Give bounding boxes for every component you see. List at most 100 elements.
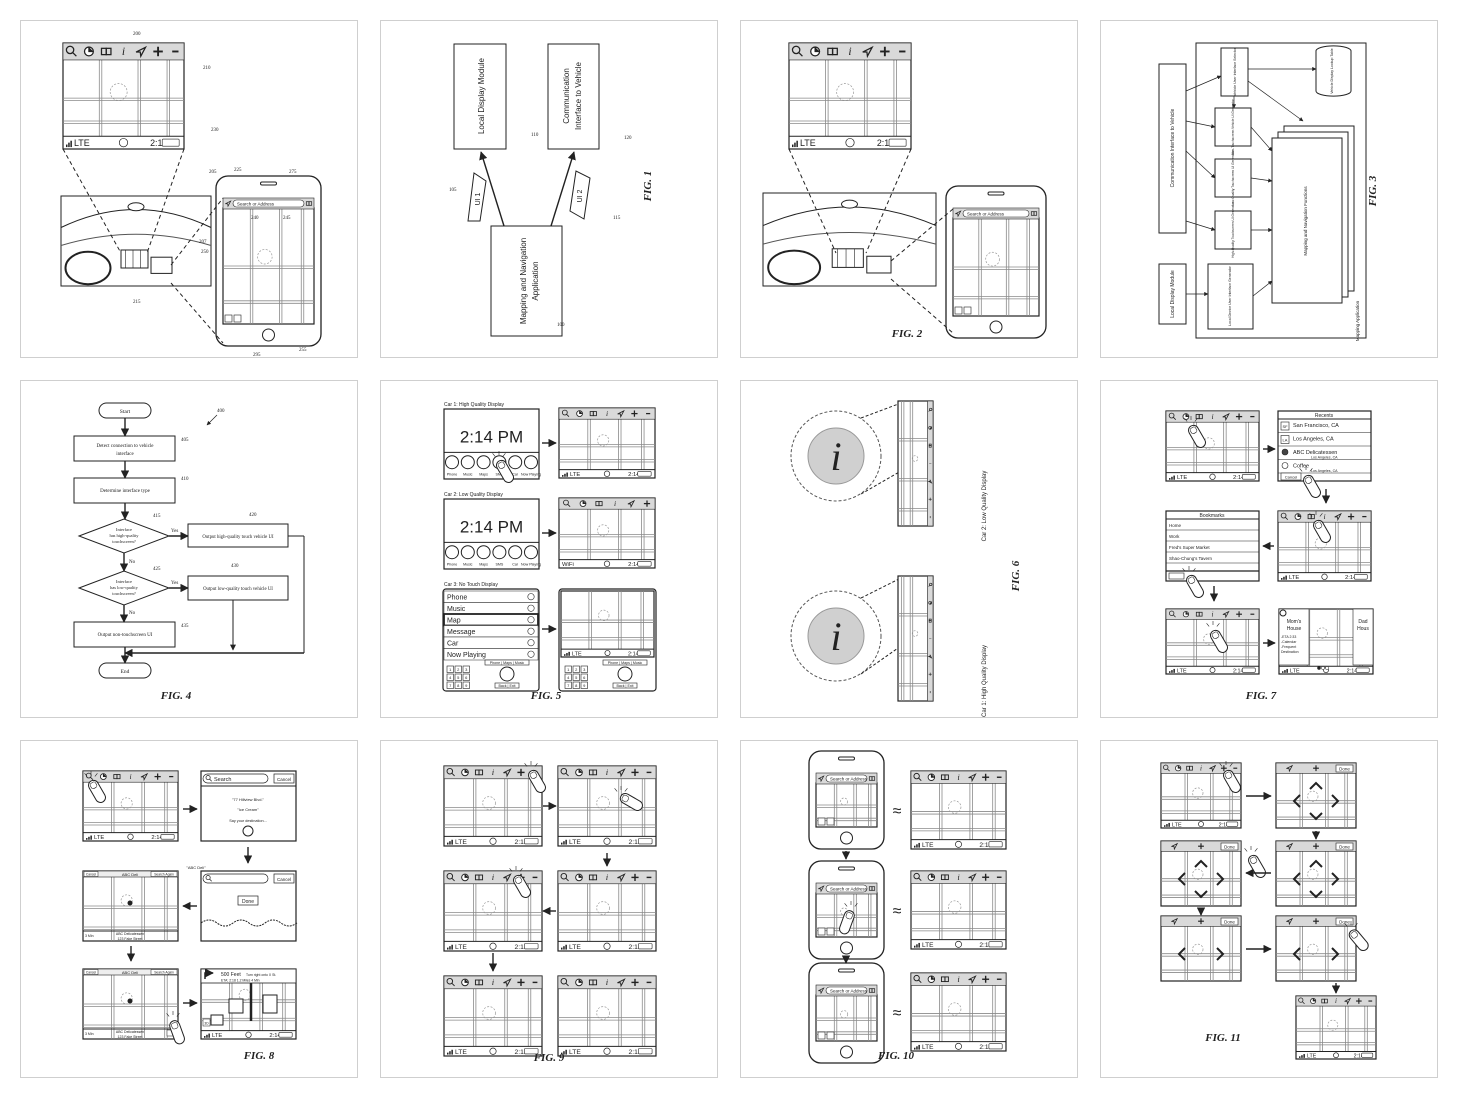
mobile-device[interactable]: Search or Address [215,175,322,347]
cancel-button[interactable] [1280,472,1302,481]
navigate-arrow-icon[interactable] [1334,512,1342,522]
locate-button[interactable] [817,1031,826,1040]
bookmark-icon[interactable] [1030,211,1038,216]
home-button-icon[interactable] [604,650,611,657]
search-icon[interactable] [446,872,455,882]
home-button-icon[interactable] [955,1042,962,1050]
recent-item-title[interactable]: Coffee [1293,464,1309,470]
device-map-screen[interactable] [815,994,878,1042]
locate-button[interactable] [817,927,826,936]
home-button-icon[interactable] [1321,573,1328,580]
clock-icon[interactable] [927,873,936,881]
search-field[interactable] [202,873,269,884]
keypad-key[interactable] [446,681,454,689]
zoom-in-icon[interactable] [517,978,525,986]
search-placeholder[interactable]: Search or Address [967,212,1005,217]
navigate-arrow-icon[interactable] [1344,997,1352,1006]
cancel-button[interactable] [1168,572,1185,580]
pan-arrow-icon[interactable] [1309,890,1323,899]
mobile-device[interactable]: Search or Address [945,185,1047,339]
home-button-icon[interactable] [845,138,855,148]
pan-arrow-icon[interactable] [1331,872,1340,886]
mobile-device[interactable]: Search or Address [808,750,885,850]
info-icon[interactable]: i [1323,512,1325,521]
zoom-in-icon[interactable] [982,975,990,983]
page-indicator-dot[interactable] [1321,666,1325,670]
page-indicator-dot[interactable] [1325,666,1329,670]
search-icon[interactable] [205,775,212,782]
navigate-arrow-icon[interactable] [140,772,149,782]
navigate-arrow-icon[interactable] [1286,917,1294,926]
result-pin[interactable] [127,900,133,906]
navigate-arrow-icon[interactable] [1222,610,1230,619]
home-button-icon[interactable] [127,833,134,840]
navigate-arrow-icon[interactable] [818,987,825,995]
map-screen[interactable]: Done [1160,840,1242,907]
done-button[interactable] [237,895,259,906]
app-icon-now-playing[interactable] [524,545,538,560]
info-icon[interactable]: i [957,772,960,782]
info-icon[interactable]: i [848,45,851,58]
hard-buttons-bar[interactable] [484,659,530,666]
zoom-in-icon[interactable] [153,46,163,57]
search-icon[interactable] [563,499,571,508]
device-home-button[interactable] [989,320,1003,334]
bookmark-icon[interactable] [113,774,121,780]
cancel-button[interactable] [83,969,99,975]
bookmark-icon[interactable] [928,618,932,623]
search-field[interactable] [202,773,269,784]
bookmark-icon[interactable] [595,501,603,507]
control-knob[interactable] [499,666,515,682]
home-button-icon[interactable] [1333,1052,1339,1059]
map-screen[interactable]: Done [1275,840,1357,907]
info-icon[interactable]: i [1212,610,1214,618]
done-button[interactable] [1335,764,1354,773]
clock-icon[interactable] [461,768,469,777]
info-icon[interactable]: i [492,872,495,882]
device-home-button[interactable] [840,941,853,955]
navigate-arrow-icon[interactable] [1286,764,1294,773]
map-screen[interactable]: Done [1275,915,1357,982]
bookmark-item[interactable]: Home [1169,523,1182,528]
search-icon[interactable] [560,767,569,777]
clock-icon[interactable] [461,978,469,987]
app-icon-maps[interactable] [476,545,491,560]
home-button-icon[interactable] [955,940,962,948]
bookmark-icon[interactable] [100,47,112,56]
clock-icon[interactable] [1294,513,1302,520]
home-button-icon[interactable] [1209,473,1216,480]
keypad-key[interactable] [564,673,572,681]
search-icon[interactable] [1298,997,1305,1005]
navigate-arrow-icon[interactable] [955,210,962,218]
home-button-icon[interactable] [1209,667,1216,674]
pan-arrow-icon[interactable] [1309,859,1323,868]
zoom-in-icon[interactable] [517,768,525,776]
app-icon-music[interactable] [460,545,475,560]
search-field[interactable] [825,774,868,783]
3d-button[interactable] [963,306,972,315]
navigate-arrow-icon[interactable] [1222,412,1230,422]
locate-button[interactable] [224,314,233,323]
zoom-in-icon[interactable] [1198,843,1204,850]
zoom-in-icon[interactable] [1356,998,1362,1004]
home-button-icon[interactable] [245,1031,252,1038]
home-button-icon[interactable] [955,840,962,848]
device-home-button[interactable] [840,831,853,845]
info-icon[interactable]: i [492,767,495,777]
clock-icon[interactable] [928,425,933,430]
bookmark-icon[interactable] [474,979,484,986]
pan-arrow-icon[interactable] [1331,794,1340,808]
